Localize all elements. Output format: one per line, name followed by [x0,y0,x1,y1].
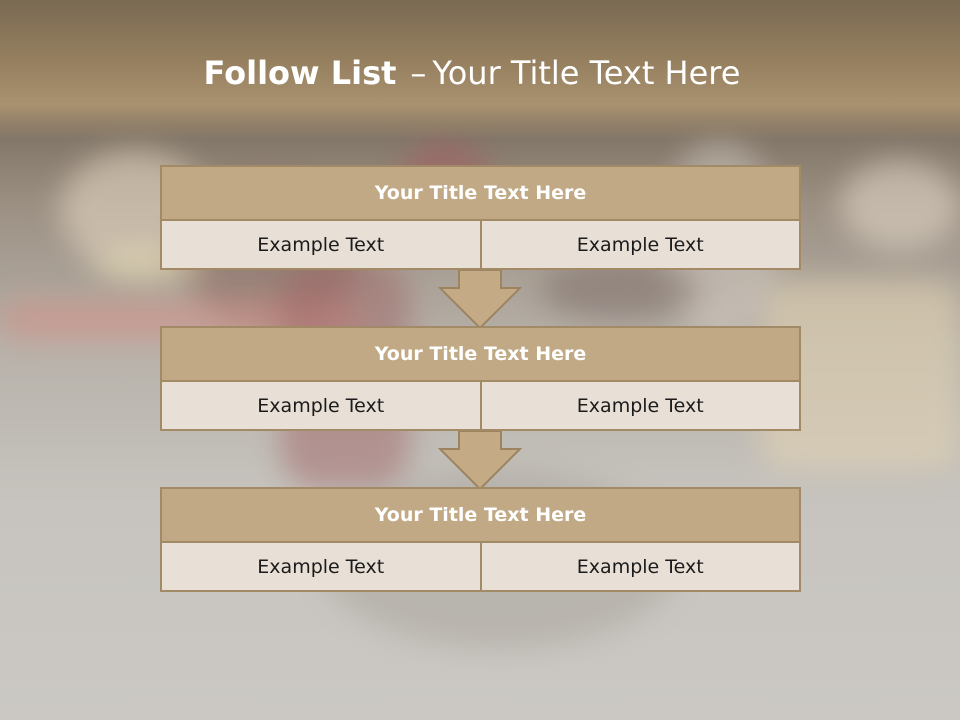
block-cell-left: Example Text [160,382,482,431]
block-cell-right: Example Text [481,543,801,592]
flow-block-1: Your Title Text Here Example Text Exampl… [160,165,801,270]
down-arrow-icon [438,431,522,491]
block-cell-right: Example Text [481,382,801,431]
block-header: Your Title Text Here [160,487,801,543]
title-lead: Follow List [203,54,397,92]
flow-block-2: Your Title Text Here Example Text Exampl… [160,326,801,431]
down-arrow-icon [438,270,522,330]
block-header: Your Title Text Here [160,326,801,382]
block-row: Example Text Example Text [160,382,801,431]
block-header: Your Title Text Here [160,165,801,221]
title-band [0,0,960,140]
flow-block-3: Your Title Text Here Example Text Exampl… [160,487,801,592]
block-cell-left: Example Text [160,221,482,270]
title-rest: Your Title Text Here [432,54,741,92]
block-row: Example Text Example Text [160,543,801,592]
block-cell-left: Example Text [160,543,482,592]
title-separator: – [410,54,427,92]
block-cell-right: Example Text [481,221,801,270]
block-row: Example Text Example Text [160,221,801,270]
slide-title: Follow List–Your Title Text Here [0,54,944,92]
